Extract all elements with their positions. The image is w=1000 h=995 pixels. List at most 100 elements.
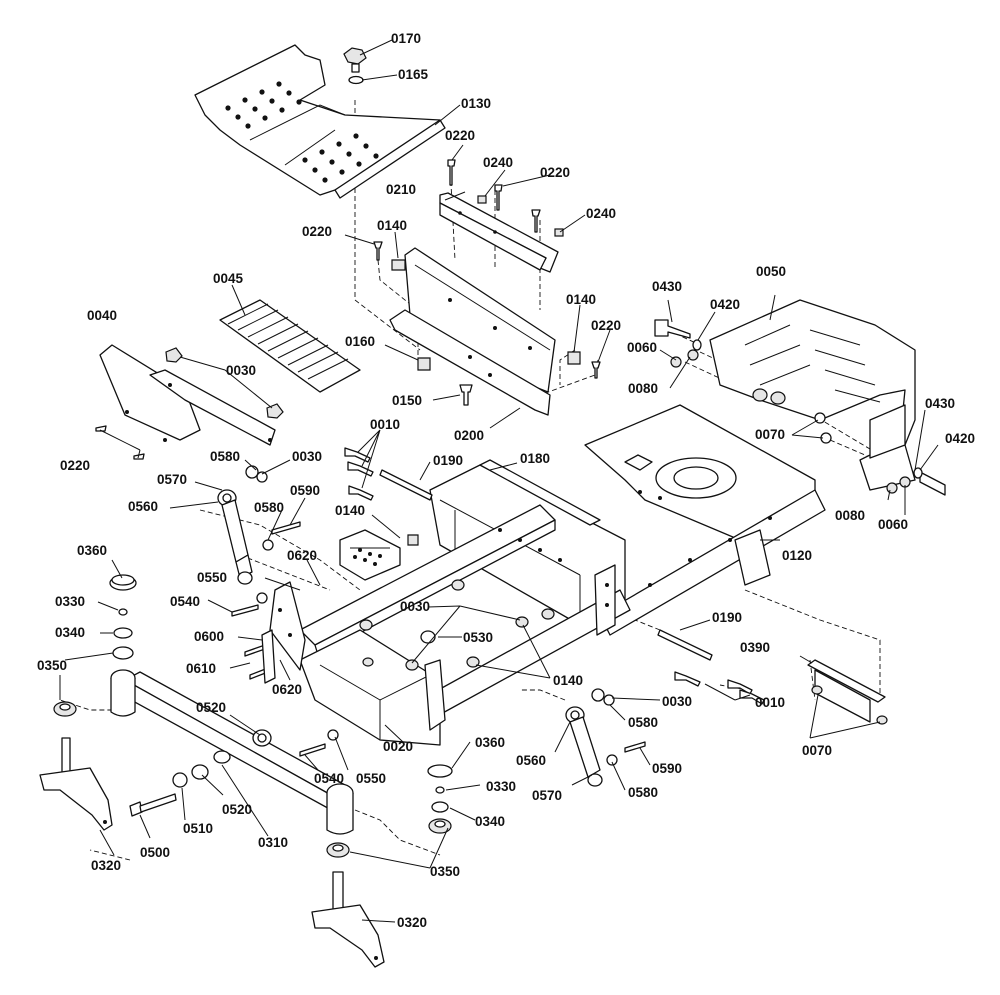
spindle-hardware xyxy=(53,574,453,858)
callout-label: 0600 xyxy=(194,629,224,644)
callout-label: 0620 xyxy=(287,548,317,563)
part-0040-shield xyxy=(99,344,276,446)
callout-label: 0330 xyxy=(486,779,516,794)
callout-label: 0120 xyxy=(782,548,812,563)
part-0190-rods xyxy=(379,469,713,661)
callout-label: 0220 xyxy=(591,318,621,333)
part-0220-screw xyxy=(591,361,601,379)
callout-label: 0620 xyxy=(272,682,302,697)
part-0010-bolts xyxy=(344,447,765,705)
callout-label: 0360 xyxy=(475,735,505,750)
callout-label: 0560 xyxy=(516,753,546,768)
callout-label: 0170 xyxy=(391,31,421,46)
callout-label: 0040 xyxy=(87,308,117,323)
floor-plate-holes xyxy=(225,81,379,183)
callout-label: 0060 xyxy=(627,340,657,355)
callout-label: 0430 xyxy=(652,279,682,294)
part-0045-pad xyxy=(219,299,361,393)
fastener-bolts-top xyxy=(373,159,564,261)
callout-label: 0070 xyxy=(802,743,832,758)
callout-label: 0240 xyxy=(586,206,616,221)
callout-label: 0010 xyxy=(370,417,400,432)
callout-label: 0080 xyxy=(835,508,865,523)
callout-label: 0390 xyxy=(740,640,770,655)
callout-label: 0570 xyxy=(532,788,562,803)
part-0600-plate xyxy=(261,629,276,684)
callout-label: 0330 xyxy=(55,594,85,609)
callout-label: 0570 xyxy=(157,472,187,487)
callout-label: 0020 xyxy=(383,739,413,754)
callout-label: 0200 xyxy=(454,428,484,443)
callout-label: 0580 xyxy=(254,500,284,515)
callout-label: 0220 xyxy=(302,224,332,239)
part-0020-main-frame xyxy=(269,404,826,746)
part-0160-nut xyxy=(417,357,431,371)
callout-label: 0610 xyxy=(186,661,216,676)
callout-label: 0220 xyxy=(540,165,570,180)
part-0560-shock-right xyxy=(565,706,603,787)
callout-label: 0050 xyxy=(756,264,786,279)
callout-label: 0420 xyxy=(945,431,975,446)
callout-label: 0070 xyxy=(755,427,785,442)
part-0150-bolt xyxy=(459,384,473,406)
callout-label: 0310 xyxy=(258,835,288,850)
part-0320-spindle-right xyxy=(311,871,385,968)
axle-hardware xyxy=(129,729,272,817)
callout-label: 0580 xyxy=(628,715,658,730)
callout-label: 0140 xyxy=(377,218,407,233)
part-0165-washer xyxy=(348,75,364,85)
callout-label: 0030 xyxy=(292,449,322,464)
part-0200-support xyxy=(389,247,556,416)
callout-label: 0150 xyxy=(392,393,422,408)
callout-label: 0430 xyxy=(925,396,955,411)
callout-label: 0420 xyxy=(710,297,740,312)
callout-label: 0180 xyxy=(520,451,550,466)
part-0130-floor-plate xyxy=(194,44,446,199)
leader-lines xyxy=(59,39,939,923)
callout-label: 0030 xyxy=(662,694,692,709)
callout-label: 0030 xyxy=(400,599,430,614)
callout-label: 0140 xyxy=(335,503,365,518)
part-0140-panel xyxy=(339,529,419,581)
callout-label: 0560 xyxy=(128,499,158,514)
callout-label: 0080 xyxy=(628,381,658,396)
shock-hardware xyxy=(231,465,646,766)
callout-label: 0140 xyxy=(566,292,596,307)
callout-label: 0520 xyxy=(222,802,252,817)
callout-label: 0520 xyxy=(196,700,226,715)
part-0310-axle xyxy=(110,669,354,835)
callout-label: 0045 xyxy=(213,271,244,286)
callout-label: 0190 xyxy=(712,610,742,625)
callout-label: 0550 xyxy=(197,570,227,585)
callout-label: 0580 xyxy=(210,449,240,464)
frame-nuts xyxy=(359,579,555,671)
callout-label: 0060 xyxy=(878,517,908,532)
part-0140-nut xyxy=(391,259,581,365)
callout-label: 0140 xyxy=(553,673,583,688)
callout-label: 0160 xyxy=(345,334,375,349)
part-0220-screws-shield xyxy=(95,425,145,460)
callout-label: 0530 xyxy=(463,630,493,645)
callout-label: 0210 xyxy=(386,182,416,197)
callout-label: 0190 xyxy=(433,453,463,468)
callout-label: 0010 xyxy=(755,695,785,710)
callout-label: 0350 xyxy=(37,658,67,673)
part-0170-knob xyxy=(343,47,367,73)
callout-label: 0340 xyxy=(475,814,505,829)
callout-label: 0540 xyxy=(170,594,200,609)
callout-label: 0240 xyxy=(483,155,513,170)
callout-label: 0220 xyxy=(445,128,475,143)
part-0320-spindle-left xyxy=(39,737,113,831)
callout-label: 0590 xyxy=(290,483,320,498)
callout-label: 0320 xyxy=(91,858,121,873)
frame-holes xyxy=(278,490,772,637)
callout-label: 0320 xyxy=(397,915,427,930)
callout-labels: 0170 0165 0130 0220 0240 0220 0210 0240 … xyxy=(37,31,975,930)
callout-label: 0220 xyxy=(60,458,90,473)
callout-label: 0500 xyxy=(140,845,170,860)
callout-label: 0165 xyxy=(398,67,429,82)
callout-label: 0540 xyxy=(314,771,344,786)
part-0390-bracket xyxy=(807,659,888,725)
callout-label: 0350 xyxy=(430,864,460,879)
